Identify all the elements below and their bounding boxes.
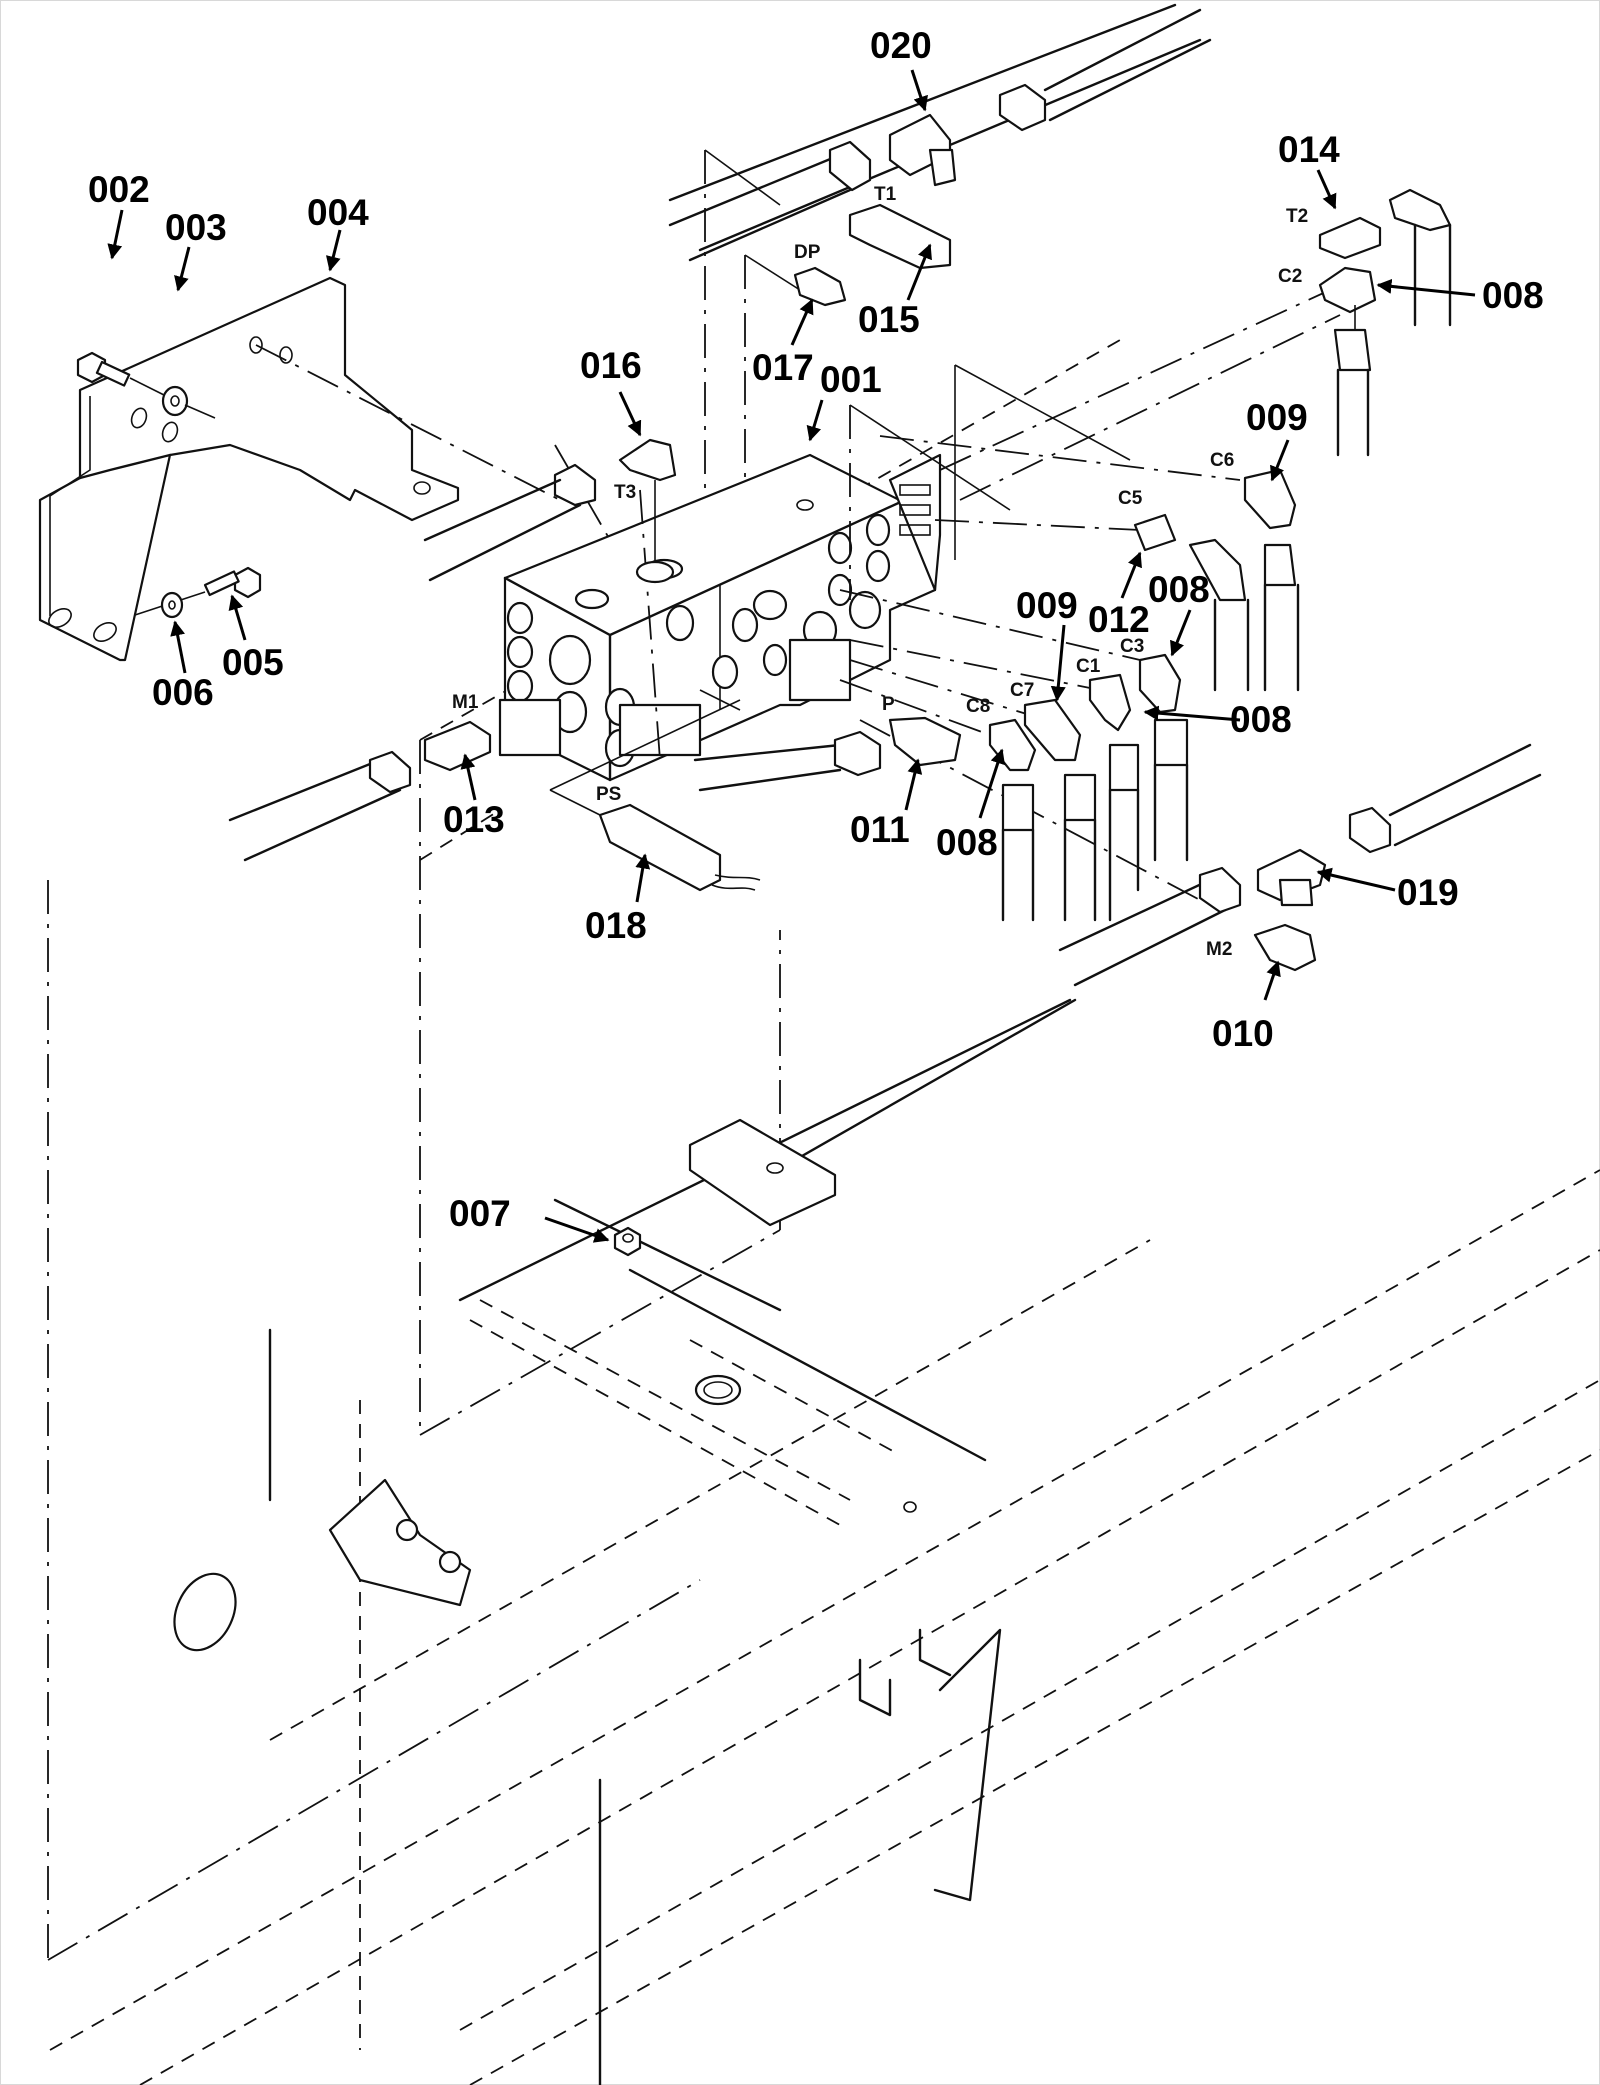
hose-t3 <box>423 438 677 584</box>
mounting-bracket <box>38 276 561 662</box>
hose-p <box>693 716 962 792</box>
port-label-m1: M1 <box>452 692 479 713</box>
callout-009-c6: 009 <box>1246 397 1308 438</box>
port-labels: T1 T2 C2 DP T3 C6 C5 C3 C1 C7 C8 M1 P PS… <box>452 184 1308 960</box>
callout-labels: 020 002 003 004 014 008 015 017 001 016 … <box>88 25 1544 1234</box>
port-label-ps: PS <box>596 784 621 805</box>
callout-007: 007 <box>449 1193 511 1234</box>
callout-016: 016 <box>580 345 642 386</box>
pressure-sensor <box>549 699 761 892</box>
port-label-c7: C7 <box>1010 680 1034 701</box>
hose-m2 <box>1058 743 1542 987</box>
callout-009-c7: 009 <box>1016 585 1078 626</box>
nut-007 <box>613 1226 642 1257</box>
port-label-c3: C3 <box>1120 636 1144 657</box>
port-label-c5: C5 <box>1118 488 1143 509</box>
callout-019: 019 <box>1397 872 1459 913</box>
washer-003 <box>161 385 189 417</box>
port-label-p: P <box>882 694 895 715</box>
port-label-t2: T2 <box>1286 206 1308 227</box>
callout-003: 003 <box>165 207 227 248</box>
callout-008-c3: 008 <box>1148 569 1210 610</box>
callout-004: 004 <box>307 192 369 233</box>
washer-006 <box>160 591 184 619</box>
port-label-t1: T1 <box>874 184 897 205</box>
hose-right-t2 <box>1318 188 1452 457</box>
callout-arrows <box>107 69 1476 1243</box>
callout-002: 002 <box>88 169 150 210</box>
callout-010: 012 <box>1088 599 1150 640</box>
hose-top-t1 <box>668 8 1212 270</box>
port-label-c8: C8 <box>966 696 990 717</box>
callout-015: 015 <box>858 299 920 340</box>
valve-manifold <box>498 453 942 782</box>
elbow-fitting-015 <box>848 203 952 270</box>
port-label-m2: M2 <box>1206 939 1232 960</box>
bolt-002 <box>76 351 131 387</box>
callout-005: 005 <box>222 642 284 683</box>
port-label-t3: T3 <box>614 482 636 503</box>
callout-020: 020 <box>870 25 932 66</box>
callout-017: 017 <box>752 347 814 388</box>
callout-011: 011 <box>850 809 910 850</box>
callout-013: 013 <box>443 799 505 840</box>
port-label-c2: C2 <box>1278 266 1302 287</box>
plug-017 <box>793 266 847 307</box>
bolt-005 <box>203 566 262 599</box>
callout-014: 014 <box>1278 129 1340 170</box>
callout-008-c8: 008 <box>936 822 998 863</box>
callout-001: 001 <box>820 359 882 400</box>
callout-006: 006 <box>152 672 214 713</box>
port-label-dp: DP <box>794 242 821 263</box>
fittings-c1-c3-c7-c8 <box>988 653 1189 922</box>
callout-012: 010 <box>1212 1013 1274 1054</box>
callout-018: 018 <box>585 905 647 946</box>
callout-008-c1: 008 <box>1230 699 1292 740</box>
port-label-c1: C1 <box>1076 656 1101 677</box>
port-label-c6: C6 <box>1210 450 1234 471</box>
callout-008-c2: 008 <box>1482 275 1544 316</box>
